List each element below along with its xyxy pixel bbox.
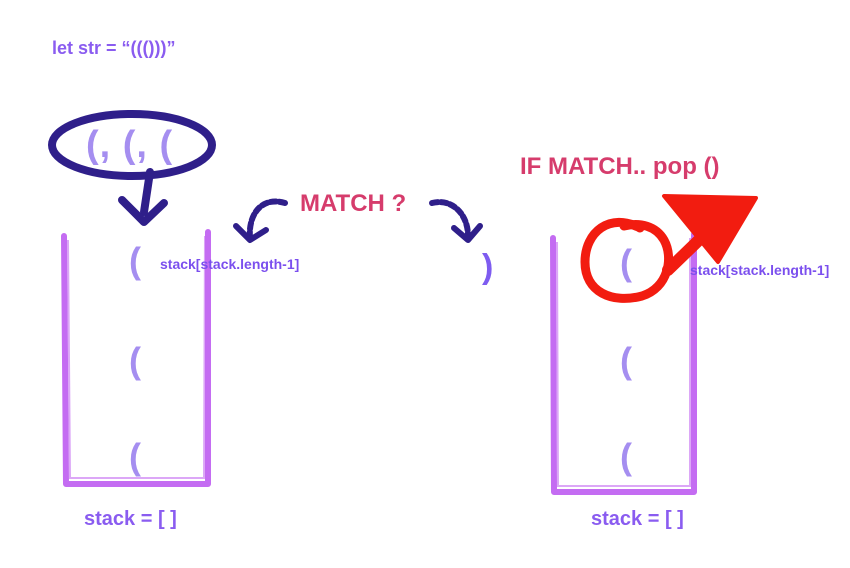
match-arrow-left: [246, 198, 288, 241]
pop-arrow-head: [662, 194, 758, 264]
right-stack-caption: stack = [ ]: [591, 508, 684, 530]
right-stack-item: (: [620, 242, 632, 283]
match-question: MATCH ?: [300, 190, 407, 217]
push-arrow-head: [118, 196, 168, 226]
left-stack-caption: stack = [ ]: [84, 508, 177, 530]
right-stack-container: [550, 231, 697, 495]
top-items-ellipse: [48, 110, 216, 180]
if-match-label: IF MATCH.. pop (): [520, 153, 720, 180]
left-stack-container: [61, 229, 211, 487]
left-stack-item: (: [129, 436, 141, 477]
right-stack-top-label: stack[stack.length-1]: [690, 262, 830, 278]
pop-highlight-circle: [580, 218, 674, 303]
left-stack-item: (: [129, 240, 141, 281]
top-items-text: (, (, (: [86, 124, 174, 166]
incoming-close-paren: ): [482, 248, 494, 286]
push-arrow: [140, 168, 154, 216]
right-stack-item: (: [620, 436, 632, 477]
left-stack-item: (: [129, 340, 141, 381]
left-stack-top-label: stack[stack.length-1]: [160, 256, 300, 272]
code-line: let str = “((()))”: [52, 38, 176, 58]
match-arrow-right: [429, 199, 471, 239]
right-stack-item: (: [620, 340, 632, 381]
